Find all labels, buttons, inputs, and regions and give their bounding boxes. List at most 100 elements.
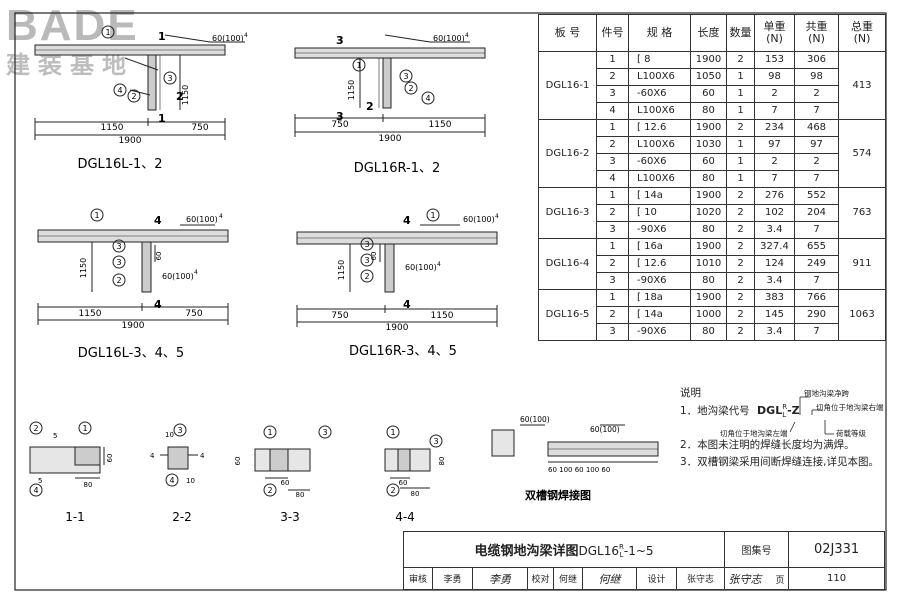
weld-l345-b-sup: 4 [194,269,198,276]
section-2-2-angle [167,446,189,470]
weld-dc-b: 60(100) [590,425,620,434]
watermark-logo: BADE 建装基地 [6,4,139,79]
callout-s33-1-text: 1 [267,428,272,437]
tb-page-label-cell: 张守志页 [724,567,790,590]
dim-r345-1900: 1900 [386,323,409,333]
dim-s33-6010: 60 [234,457,242,466]
parts-table-total: 763 [838,187,886,239]
tb-designer: 张守志 [675,567,726,590]
label-s11: 1-1 [65,510,85,524]
parts-table-cell: [ 8 [628,51,691,69]
callout-l345-2-text: 2 [116,276,121,285]
callout-s22-4-text: 4 [169,476,174,485]
parts-table-cell: 1900 [690,119,727,137]
parts-table-cell: 3 [596,85,629,103]
tb-review-label: 审核 [403,567,433,590]
parts-table-cell: 2 [726,51,755,69]
dim-l12-1150: 1150 [101,123,124,133]
tb-code: DGL16 [578,543,620,558]
parts-table-cell: 3.4 [754,323,795,341]
callout-s11-1 [78,421,92,435]
parts-table-cell: 1 [596,119,629,137]
weld-l345-sup: 4 [219,213,223,220]
double-channel-detail [491,424,659,463]
note-3: 3．双槽钢梁采用间断焊缝连接,详见本图。 [680,456,880,468]
legend-net: 钢地沟梁净跨 [804,389,849,398]
mark-l12-2: 2 [176,90,184,103]
label-r12: DGL16R-1、2 [354,161,441,176]
weld-l12: 60(100) [212,34,244,43]
parts-table-cell: 60 [690,153,727,171]
parts-table-cell: 1 [726,102,755,120]
parts-table-header: 规 格 [628,14,691,52]
dim-s33-60: 60 [281,479,290,487]
callout-s33-2 [263,483,277,497]
parts-table-cell: 1010 [690,255,727,273]
dim-s11-5b: 5 [38,477,42,485]
parts-table-header: 单重 (N) [754,14,795,52]
mark-r345-4b: 4 [403,298,411,311]
callout-s33-3-text: 3 [322,428,327,437]
parts-table-cell: 7 [794,272,839,290]
parts-table-cell: 2 [726,255,755,273]
dim-s11-80: 80 [84,481,93,489]
parts-table-board-id: DGL16-3 [538,187,597,239]
weld-r345-b-sup: 4 [437,261,441,268]
dim-l12-1150v: 1150 [181,85,190,105]
weld-l345: 60(100) [186,215,218,224]
tb-atlas-no: 02J331 [788,531,886,568]
notes-title: 说明 [680,387,701,399]
parts-table-cell: 80 [690,323,727,341]
callout-s44-2-text: 2 [390,486,395,495]
parts-table-cell: 1 [596,238,629,256]
weld-l12-sup: 4 [244,32,248,39]
dim-l345-750: 750 [185,309,202,319]
parts-table-cell: 655 [794,238,839,256]
parts-table-cell: L100X6 [628,68,691,86]
parts-table-cell: -60X6 [628,153,691,171]
section-3-3 [254,448,311,491]
callout-l345-3a [112,255,126,269]
parts-table-cell: L100X6 [628,102,691,120]
parts-table-cell: 1900 [690,187,727,205]
callout-s33-2-text: 2 [267,486,272,495]
parts-table-cell: 7 [794,221,839,239]
callout-l12-2 [127,89,141,103]
parts-table-cell: 3.4 [754,221,795,239]
callout-l12-2-text: 2 [131,92,136,101]
parts-table-board-id: DGL16-2 [538,119,597,188]
weld-r12-sup: 4 [465,32,469,39]
mark-r12-2: 2 [366,100,374,113]
parts-table-cell: 234 [754,119,795,137]
callout-s11-2 [29,421,43,435]
callout-l345-1 [90,208,104,222]
dim-l345-1150v: 1150 [79,258,88,278]
parts-table-cell: 249 [794,255,839,273]
parts-table-cell: 3 [596,153,629,171]
tb-title: 电缆钢地沟梁详图 [474,543,579,559]
dim-s11-5a: 5 [53,432,57,440]
mark-l12-1b: 1 [158,112,166,125]
note-1-z: -Z [787,404,800,417]
callout-r12-1 [352,58,366,72]
dim-r12-1150: 1150 [429,120,452,130]
section-1-1 [29,446,105,479]
dim-l345-1900: 1900 [122,321,145,331]
label-s22: 2-2 [172,510,192,524]
parts-table-board-id: DGL16-1 [538,51,597,120]
callout-s44-3-text: 3 [433,437,438,446]
parts-table-cell: L100X6 [628,170,691,188]
sheet-border [14,12,887,591]
beam-l345 [37,224,229,325]
dim-s44-80: 80 [411,490,420,498]
dim-s22-10a: 10 [165,431,174,439]
mark-l345-4: 4 [154,214,162,227]
section-3-3-plate [269,448,289,472]
